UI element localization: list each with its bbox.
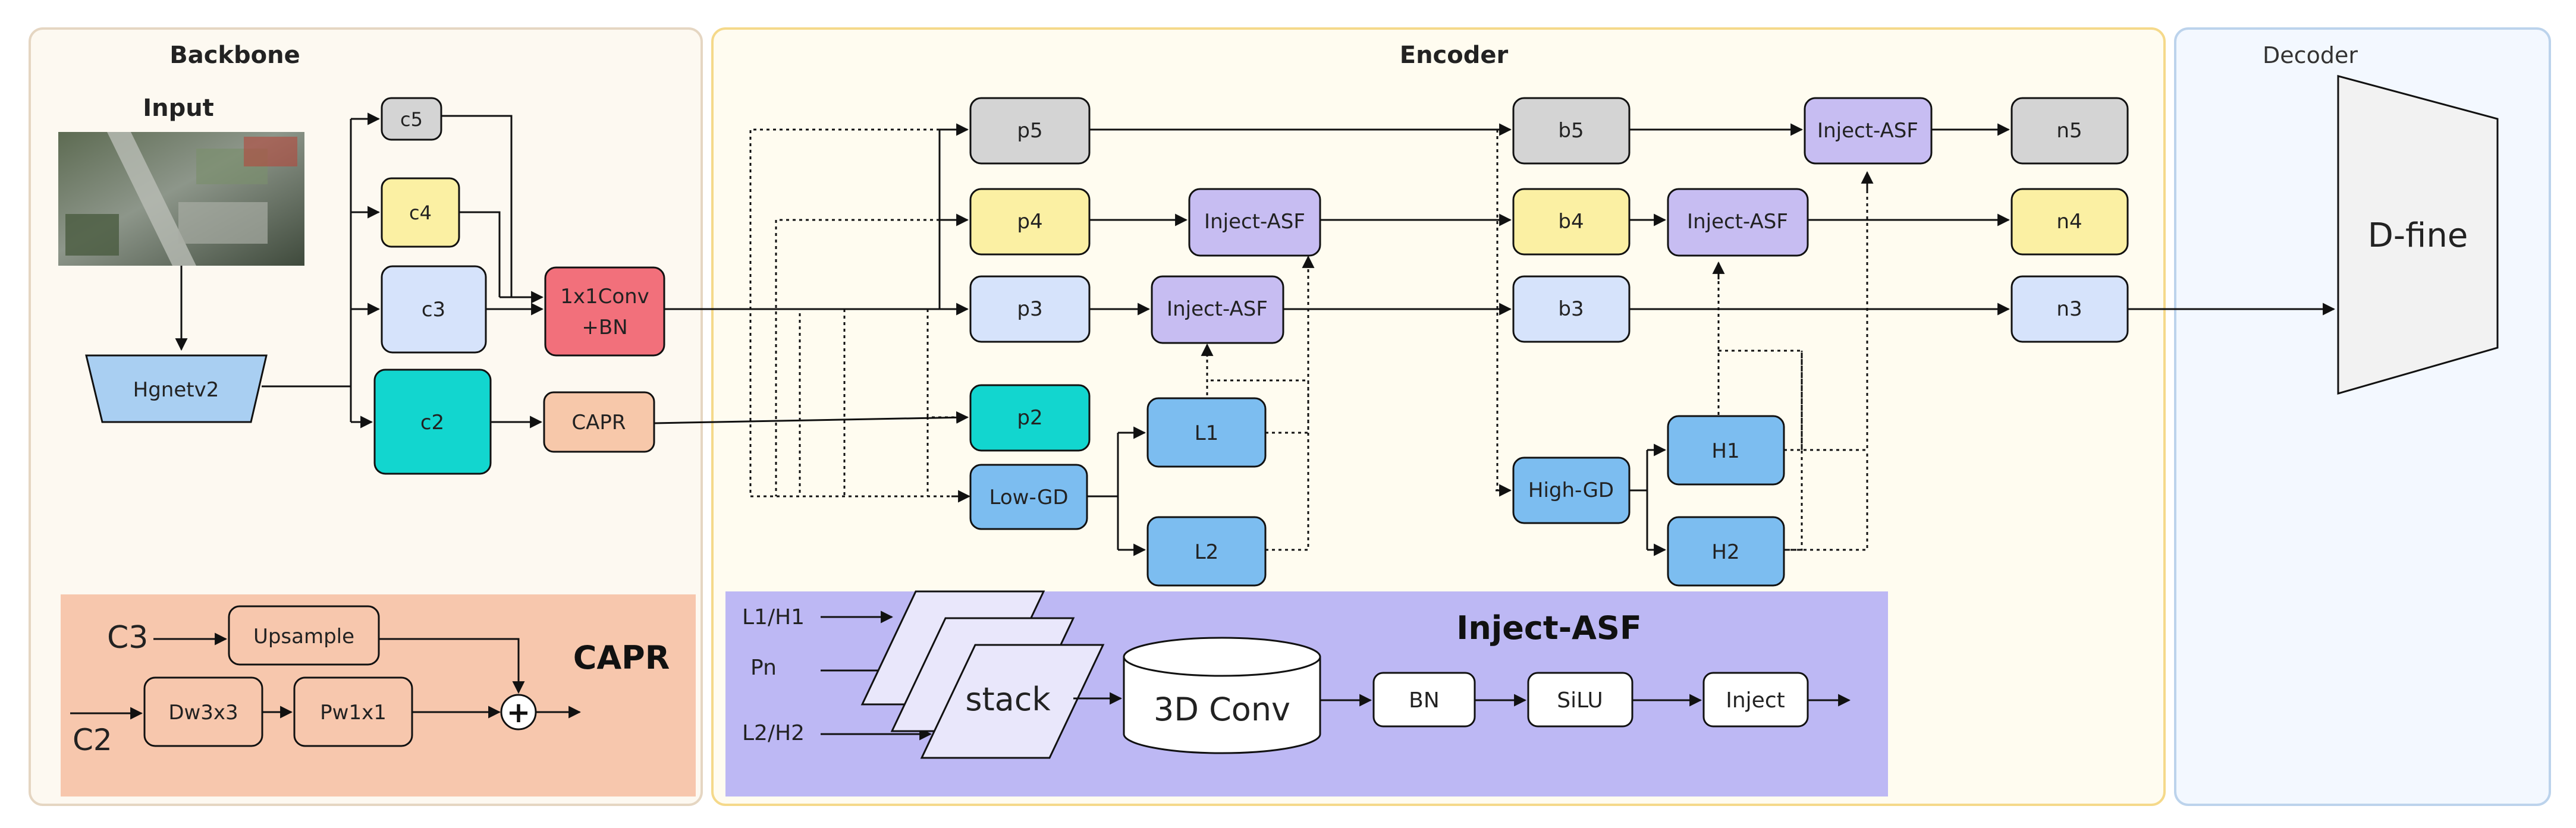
- c3-block: c3: [381, 265, 487, 354]
- inject-asf-b4-label: Inject-ASF: [1687, 210, 1788, 234]
- backbone-title: Backbone: [169, 42, 300, 69]
- bn-detail-label: BN: [1409, 688, 1440, 713]
- inject-label: Inject: [1726, 688, 1785, 713]
- n4-block: n4: [2010, 188, 2129, 256]
- c5-block: c5: [381, 97, 442, 141]
- stack-label: stack: [965, 681, 1051, 718]
- in-l1h1-label: L1/H1: [742, 605, 805, 629]
- capr-c3-label: C3: [107, 620, 148, 656]
- input-image: [58, 132, 304, 266]
- p2-block: p2: [969, 384, 1091, 452]
- c3-label: c3: [422, 298, 445, 322]
- dfine-block: D-fine: [2337, 75, 2499, 395]
- p3-label: p3: [1017, 297, 1042, 321]
- h1-block: H1: [1667, 415, 1785, 486]
- c4-label: c4: [409, 202, 432, 224]
- b4-block: b4: [1512, 188, 1631, 256]
- stack-icon: [860, 590, 1105, 759]
- c4-block: c4: [381, 177, 460, 248]
- h1-label: H1: [1711, 439, 1739, 463]
- capr-block: CAPR: [543, 391, 655, 453]
- b5-block: b5: [1512, 97, 1631, 165]
- encoder-title: Encoder: [1400, 42, 1509, 69]
- l2-label: L2: [1195, 540, 1219, 564]
- p5-label: p5: [1017, 119, 1042, 143]
- dfine-label: D-fine: [2368, 216, 2468, 255]
- inject-detail-title: Inject-ASF: [1456, 609, 1641, 647]
- b3-label: b3: [1558, 297, 1584, 321]
- conv1x1-label: 1x1Conv: [560, 285, 649, 308]
- capr-plus: +: [507, 696, 530, 729]
- h2-label: H2: [1711, 540, 1739, 564]
- conv1x1-bn-block: 1x1Conv +BN: [544, 266, 665, 357]
- bn-label: +BN: [582, 316, 627, 339]
- high-gd-label: High-GD: [1528, 478, 1614, 502]
- h2-block: H2: [1667, 516, 1785, 587]
- decoder-title: Decoder: [2263, 42, 2358, 68]
- b3-block: b3: [1512, 275, 1631, 343]
- b5-label: b5: [1558, 119, 1584, 143]
- capr-upsample-label: Upsample: [253, 625, 354, 648]
- inject-asf-p3-block: Inject-ASF: [1151, 275, 1284, 344]
- conv3d-cylinder: [1123, 637, 1321, 754]
- hgnetv2-block: Hgnetv2: [85, 354, 268, 423]
- b4-label: b4: [1558, 210, 1584, 234]
- n4-label: n4: [2056, 210, 2082, 234]
- n3-label: n3: [2056, 297, 2082, 321]
- high-gd-block: High-GD: [1512, 456, 1631, 524]
- inject-asf-b5-label: Inject-ASF: [1817, 119, 1918, 143]
- c2-block: c2: [373, 369, 492, 475]
- inject-asf-b5-block: Inject-ASF: [1804, 97, 1933, 165]
- n5-label: n5: [2056, 119, 2082, 143]
- in-pn-label: Pn: [750, 656, 777, 680]
- p4-label: p4: [1017, 210, 1042, 234]
- c2-label: c2: [420, 411, 444, 435]
- n5-block: n5: [2010, 97, 2129, 165]
- capr-pw-label: Pw1x1: [320, 701, 387, 725]
- hgnetv2-label: Hgnetv2: [133, 378, 219, 402]
- p5-block: p5: [969, 97, 1091, 165]
- inject-asf-p4-block: Inject-ASF: [1188, 188, 1321, 257]
- capr-detail-panel: CAPR C3 Upsample C2 Dw3x3 Pw1x1 +: [61, 594, 696, 796]
- capr-detail-title: CAPR: [573, 639, 670, 676]
- capr-c2-label: C2: [73, 723, 112, 757]
- input-label: Input: [143, 95, 214, 122]
- inject-asf-detail-panel: Inject-ASF L1/H1 Pn L2/H2 stack 3D Conv …: [725, 590, 1888, 796]
- p2-label: p2: [1017, 406, 1042, 430]
- low-gd-block: Low-GD: [969, 464, 1088, 530]
- conv3d-label: 3D Conv: [1154, 691, 1290, 728]
- l1-label: L1: [1195, 421, 1219, 445]
- low-gd-label: Low-GD: [989, 486, 1069, 509]
- p3-block: p3: [969, 275, 1091, 343]
- inject-asf-p3-label: Inject-ASF: [1167, 297, 1268, 321]
- inject-asf-p4-label: Inject-ASF: [1204, 210, 1305, 234]
- in-l2h2-label: L2/H2: [742, 721, 805, 745]
- capr-label: CAPR: [571, 411, 626, 435]
- silu-label: SiLU: [1557, 688, 1603, 713]
- c5-label: c5: [400, 108, 423, 131]
- capr-dw-label: Dw3x3: [168, 701, 238, 725]
- p4-block: p4: [969, 188, 1091, 256]
- n3-block: n3: [2010, 275, 2129, 343]
- inject-asf-b4-block: Inject-ASF: [1667, 188, 1809, 257]
- l2-block: L2: [1146, 516, 1267, 587]
- l1-block: L1: [1146, 397, 1267, 468]
